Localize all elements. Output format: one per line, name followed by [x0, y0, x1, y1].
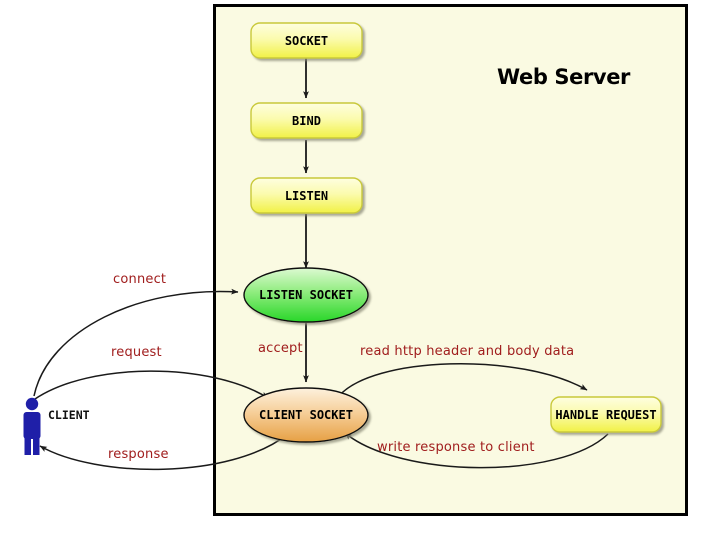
client-actor-figure[interactable] — [23, 397, 41, 455]
edge-label-connect: connect — [113, 272, 167, 287]
edge-request — [34, 370, 269, 400]
node-bind[interactable] — [250, 102, 363, 139]
node-label-bind: BIND — [292, 114, 321, 128]
edge-response — [39, 433, 289, 471]
node-label-listen-socket: LISTEN SOCKET — [259, 288, 353, 302]
edge-connect — [33, 288, 239, 397]
edge-read-http — [337, 362, 588, 398]
server-panel-title: Web Server — [497, 65, 631, 89]
node-label-handle-request: HANDLE REQUEST — [555, 408, 657, 422]
edge-label-response: response — [108, 447, 169, 462]
node-label-client-socket: CLIENT SOCKET — [259, 408, 353, 422]
edge-write-response — [344, 432, 609, 469]
edge-label-request: request — [111, 345, 162, 360]
node-label-socket: SOCKET — [284, 34, 329, 48]
node-client-socket[interactable] — [243, 387, 369, 443]
node-socket[interactable] — [250, 22, 363, 59]
node-label-listen: LISTEN — [284, 189, 329, 203]
client-actor-label: CLIENT — [48, 408, 90, 422]
node-handle-request[interactable] — [550, 396, 662, 433]
node-listen-socket[interactable] — [243, 267, 369, 323]
edge-label-write-response: write response to client — [377, 440, 535, 455]
edge-label-read-http: read http header and body data — [360, 344, 575, 359]
node-listen[interactable] — [250, 177, 363, 214]
edge-label-accept: accept — [258, 341, 303, 356]
